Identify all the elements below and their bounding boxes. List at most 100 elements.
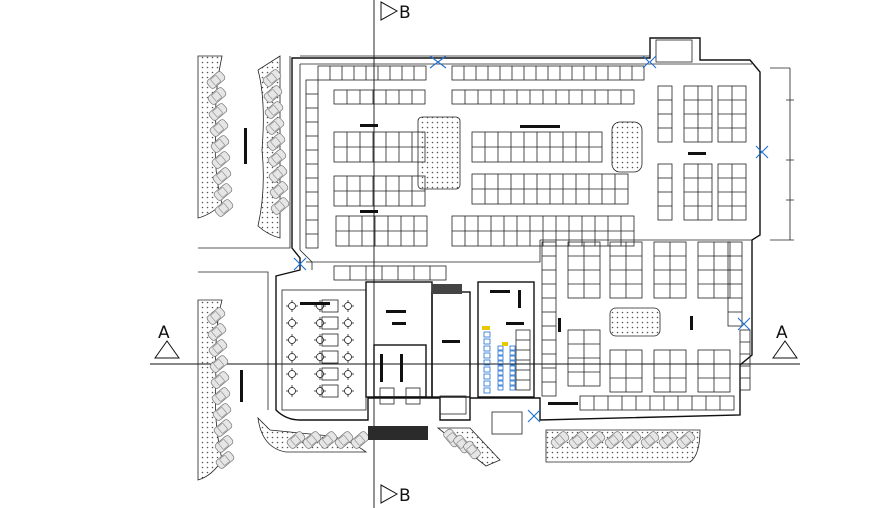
entrance-mat [368,426,428,440]
parked-car [264,101,284,119]
exit-stair [491,411,523,435]
shelf-block [579,395,735,411]
dining-booth [321,333,339,347]
parked-car [267,149,287,167]
parked-car [265,117,285,135]
dining-booth [321,299,339,313]
restroom-stall [497,380,504,386]
dining-table [344,370,352,378]
restroom-stall [509,345,516,351]
parked-car [207,87,227,105]
building-outline [275,37,761,421]
restroom-stall [497,370,504,376]
dining-table [344,353,352,361]
road-edge-top [198,56,291,249]
restroom-stall [483,373,491,380]
room-tags [240,124,706,405]
parked-car [214,435,234,453]
parked-car [211,387,231,405]
parked-car [211,151,231,169]
zone-divider-2 [306,240,541,263]
restroom-stall [483,359,491,366]
parked-car [212,167,232,185]
parked-car [640,431,660,449]
lift-1 [379,387,395,405]
parked-car [604,431,624,449]
parked-car [270,197,290,215]
landscape-strip-bottom-right [545,429,701,463]
display-island-3 [609,307,661,337]
parked-car [262,69,282,87]
restroom-stall [497,345,504,351]
section-label-b-top: B [399,3,411,23]
restroom-stall [483,345,491,352]
parked-car [676,431,696,449]
dining-table [316,319,324,327]
parked-car [213,419,233,437]
dining-table [288,370,296,378]
parked-car [269,181,289,199]
parked-car [568,431,588,449]
parked-car [214,199,234,217]
parked-car [266,133,286,151]
parked-car [463,440,481,460]
section-label-a-left: A [158,323,170,343]
parked-car [286,431,306,449]
parked-car [210,135,230,153]
parked-car [268,165,288,183]
doors [293,55,769,423]
restroom-stall [497,385,504,391]
dining-table [288,319,296,327]
parked-car [212,403,232,421]
restroom-stall [497,360,504,366]
dining-booth [321,384,339,398]
restroom-sign [482,326,490,330]
dining-table [288,302,296,310]
dining-booth [321,367,339,381]
restroom-stall [483,352,491,359]
parked-car [208,339,228,357]
dining-tables [286,299,354,398]
restroom-stall [509,365,516,371]
service-room-2 [431,291,471,398]
dining-table [344,319,352,327]
service-stair [432,284,462,294]
parked-car [586,431,606,449]
restroom-stall [483,338,491,345]
utility-block [477,281,535,398]
parked-car [550,431,570,449]
restroom-stall [509,370,516,376]
restroom-stall [509,355,516,361]
restroom-stall [509,360,516,366]
restroom-stall [483,331,491,338]
display-island-1 [417,116,461,190]
service-room-1b [373,344,427,398]
restroom-sign [502,342,508,346]
restroom-stall [497,355,504,361]
section-marker-a-right: A [772,323,798,359]
parked-car [350,431,370,449]
restroom-stall [509,385,516,391]
section-label-b-bottom: B [399,486,411,506]
dining-table [288,336,296,344]
parked-car [658,431,678,449]
parked-car [622,431,642,449]
dining-table [344,336,352,344]
parked-car [334,431,354,449]
parked-car [213,183,233,201]
dining-table [316,336,324,344]
restroom-fixtures [482,326,516,394]
restroom-stall [483,387,491,394]
lift-2 [405,387,421,405]
restroom-stall [509,380,516,386]
section-marker-a-left: A [154,323,180,359]
parked-car [208,103,228,121]
dining-table [344,387,352,395]
shelving [305,65,751,411]
stair-top-right [655,39,693,63]
section-label-a-right: A [776,323,788,343]
dining-table [288,353,296,361]
restroom-stall [497,365,504,371]
dining-table [288,387,296,395]
